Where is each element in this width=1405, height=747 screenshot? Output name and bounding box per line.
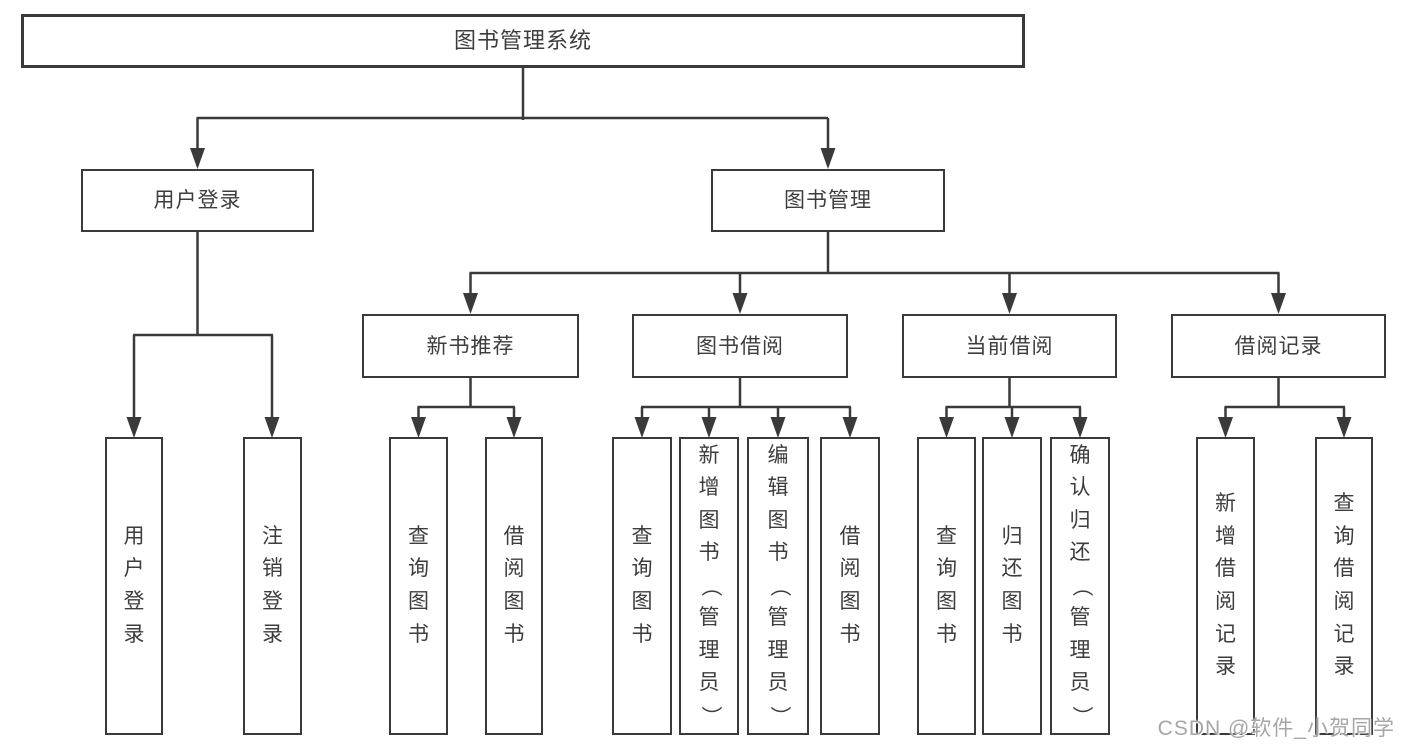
leaf-records-add-record: 新增借阅记录 bbox=[1196, 437, 1255, 735]
node-user-login: 用户登录 bbox=[81, 169, 314, 232]
leaf-borrowing-query-books: 查询图书 bbox=[612, 437, 672, 735]
leaf-recommend-borrow-books-label: 借阅图书 bbox=[503, 524, 525, 646]
leaf-borrowing-edit-books-admin-label: 编辑图书（管理员） bbox=[767, 443, 791, 727]
leaf-borrowing-borrow-books-label: 借阅图书 bbox=[839, 524, 861, 646]
node-current-borrowing: 当前借阅 bbox=[902, 314, 1117, 378]
leaf-recommend-query-books-label: 查询图书 bbox=[408, 524, 429, 646]
leaf-logout-label: 注销登录 bbox=[262, 524, 283, 646]
leaf-current-return-books: 归还图书 bbox=[982, 437, 1042, 735]
leaf-borrowing-add-books-admin: 新增图书（管理员） bbox=[679, 437, 739, 735]
node-new-book-recommend: 新书推荐 bbox=[362, 314, 579, 378]
leaf-borrowing-edit-books-admin: 编辑图书（管理员） bbox=[747, 437, 809, 735]
leaf-recommend-borrow-books: 借阅图书 bbox=[485, 437, 543, 735]
node-root: 图书管理系统 bbox=[21, 14, 1025, 68]
leaf-logout: 注销登录 bbox=[243, 437, 302, 735]
node-book-borrowing: 图书借阅 bbox=[632, 314, 848, 378]
node-borrowing-records: 借阅记录 bbox=[1171, 314, 1386, 378]
node-book-management: 图书管理 bbox=[711, 169, 945, 232]
leaf-current-query-books: 查询图书 bbox=[917, 437, 976, 735]
leaf-records-query-record: 查询借阅记录 bbox=[1315, 437, 1373, 735]
leaf-current-return-books-label: 归还图书 bbox=[1001, 524, 1023, 646]
leaf-records-query-record-label: 查询借阅记录 bbox=[1333, 492, 1355, 679]
leaf-current-confirm-return-admin: 确认归还（管理员） bbox=[1050, 437, 1110, 735]
watermark: CSDN @软件_小贺同学 bbox=[1157, 717, 1395, 740]
leaf-records-add-record-label: 新增借阅记录 bbox=[1215, 492, 1236, 679]
leaf-current-confirm-return-admin-label: 确认归还（管理员） bbox=[1069, 443, 1093, 727]
leaf-user-login-label: 用户登录 bbox=[123, 524, 145, 646]
leaf-borrowing-add-books-admin-label: 新增图书（管理员） bbox=[698, 443, 722, 727]
leaf-borrowing-borrow-books: 借阅图书 bbox=[820, 437, 880, 735]
leaf-recommend-query-books: 查询图书 bbox=[389, 437, 448, 735]
leaf-user-login: 用户登录 bbox=[105, 437, 163, 735]
leaf-borrowing-query-books-label: 查询图书 bbox=[631, 524, 653, 646]
leaf-current-query-books-label: 查询图书 bbox=[936, 524, 957, 646]
